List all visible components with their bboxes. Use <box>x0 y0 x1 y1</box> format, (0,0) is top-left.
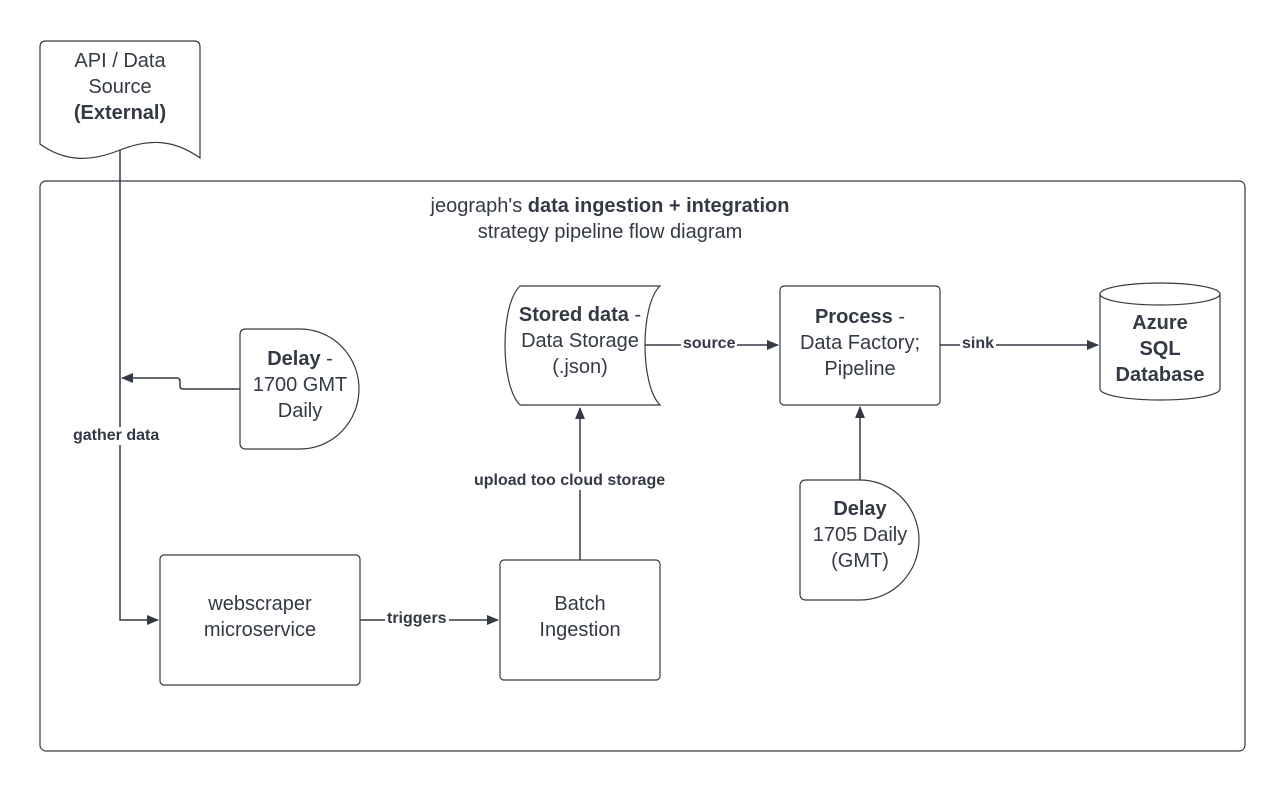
diagram-title: jeograph's data ingestion + integration … <box>340 193 880 245</box>
webscraper-label: webscraper microservice <box>203 593 317 641</box>
edge-label-gather-data: gather data <box>71 427 162 445</box>
edge-label-triggers: triggers <box>385 610 449 628</box>
stored-data-shape <box>504 285 662 406</box>
delay-1705-shape <box>799 479 920 601</box>
delay-1705-label: Delay 1705 Daily (GMT) <box>812 498 908 572</box>
title-line1: jeograph's data ingestion + integration <box>430 195 790 217</box>
edge-label-source: source <box>681 335 738 353</box>
batch-ingestion-label: Batch Ingestion <box>539 593 621 641</box>
process-label: Process - Data Factory; Pipeline <box>799 306 921 380</box>
delay-1700-shape <box>239 328 360 450</box>
title-line2: strategy pipeline flow diagram <box>477 221 743 243</box>
api-source-label: API / Data Source (External) <box>73 50 167 124</box>
delay-1700-label: Delay - 1700 GMT Daily <box>252 348 348 422</box>
api-source-shape <box>39 40 201 160</box>
edge-label-sink: sink <box>960 335 997 353</box>
pipeline-container <box>39 180 1246 752</box>
azure-sql-cylinder <box>1099 282 1221 401</box>
gather-data-connector <box>119 150 159 625</box>
azure-sql-label: Azure SQL Database <box>1115 312 1205 386</box>
edge-label-upload: upload too cloud storage <box>472 472 668 490</box>
stored-data-label: Stored data - Data Storage (.json) <box>518 304 642 378</box>
delay-1700-connector <box>121 373 240 390</box>
